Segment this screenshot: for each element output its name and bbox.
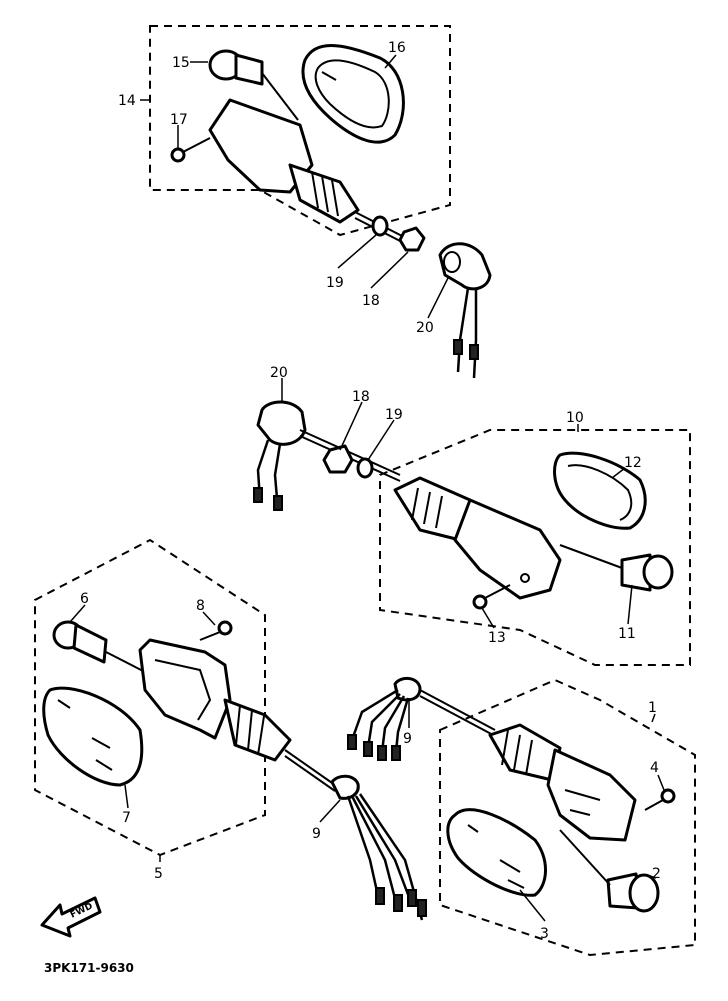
label-12: 12: [624, 455, 642, 471]
label-14: 14: [118, 93, 136, 109]
screw-4: [644, 788, 676, 811]
label-5: 5: [154, 866, 163, 882]
screw-13: [472, 584, 511, 610]
label-9-right: 9: [403, 731, 412, 747]
grommet-20a: [438, 242, 492, 379]
label-9-left: 9: [312, 826, 321, 842]
forward-arrow-icon: FWD: [40, 896, 102, 938]
assembly-10-rear-right-flasher: [253, 400, 691, 666]
label-19-mid: 19: [385, 407, 403, 423]
label-13: 13: [488, 630, 506, 646]
grommet-9a-wires: [347, 677, 496, 761]
lens-7: [42, 686, 144, 787]
screw-8: [199, 620, 233, 641]
label-18-top: 18: [362, 293, 380, 309]
assembly-5-front-left-flasher: [34, 538, 427, 921]
nut-18b: [322, 444, 354, 474]
washer-19b: [356, 457, 374, 479]
screw-17: [170, 137, 211, 163]
label-4: 4: [650, 760, 659, 776]
label-3: 3: [540, 926, 549, 942]
label-7: 7: [122, 810, 131, 826]
label-18-mid: 18: [352, 389, 370, 405]
label-2: 2: [652, 866, 661, 882]
housing-5: [138, 638, 336, 792]
leader-lines: [69, 54, 665, 922]
label-19-top: 19: [326, 275, 344, 291]
grommet-9b-wires: [330, 774, 427, 921]
bulb-15: [208, 49, 299, 121]
label-6: 6: [80, 591, 89, 607]
label-11: 11: [618, 626, 636, 642]
label-20-top: 20: [416, 320, 434, 336]
label-16: 16: [388, 40, 406, 56]
assembly-14-rear-left-flasher: [149, 25, 492, 379]
label-1: 1: [648, 700, 657, 716]
part-labels: 15 16 14 17 19 18 20 20 18 19 10 12 11 1…: [80, 40, 661, 942]
label-17: 17: [170, 112, 188, 128]
lens-16: [301, 44, 405, 144]
label-8: 8: [196, 598, 205, 614]
bulb-2: [559, 829, 660, 913]
housing-10: [393, 476, 562, 600]
housing-1: [488, 723, 637, 842]
lens-3: [446, 808, 547, 897]
lens-12: [553, 451, 647, 530]
nut-18a: [398, 226, 426, 252]
label-15: 15: [172, 55, 190, 71]
bulb-11: [559, 544, 674, 592]
label-20-mid: 20: [270, 365, 288, 381]
part-code: 3PK171-9630: [44, 961, 134, 975]
label-10: 10: [566, 410, 584, 426]
washer-19a: [371, 215, 389, 237]
assembly-1-front-right-flasher: [347, 677, 696, 957]
